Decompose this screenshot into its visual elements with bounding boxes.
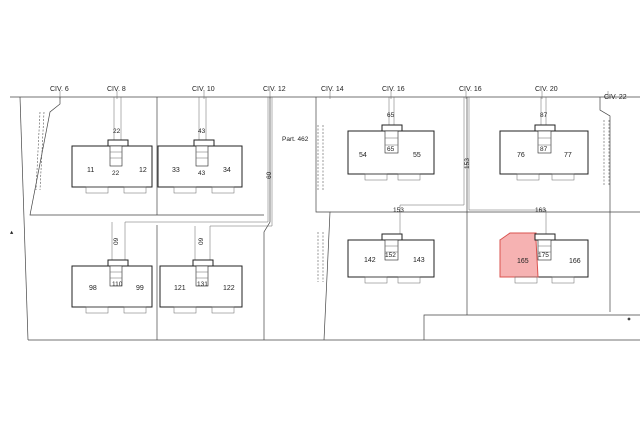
building-civ16: 65 65 54 55 xyxy=(347,112,435,181)
building-lower-left-2: 09 131 121 122 xyxy=(159,237,243,314)
access-paths xyxy=(111,97,547,262)
unit-122: 122 xyxy=(223,285,235,292)
unit-33: 33 xyxy=(172,167,180,174)
core-number: 131 xyxy=(197,281,208,288)
building-lower-center: 153 152 142 143 xyxy=(347,207,435,284)
corridor-number: 153 xyxy=(393,207,404,214)
corridor-number: 22 xyxy=(113,128,121,135)
unit-11: 11 xyxy=(87,167,94,174)
building-lower-left-1: 09 110 98 99 xyxy=(71,237,153,314)
unit-99: 99 xyxy=(136,285,144,292)
core-number: 110 xyxy=(112,281,123,288)
civic-label-14: CIV. 14 xyxy=(321,86,344,93)
civic-label-16-west: CIV. 16 xyxy=(459,86,482,93)
civic-number-ticks xyxy=(59,91,609,99)
corridor-number: 163 xyxy=(535,207,546,214)
unit-165: 165 xyxy=(517,258,529,265)
corridor-number: 43 xyxy=(198,128,206,135)
core-number: 175 xyxy=(538,252,549,259)
unit-143: 143 xyxy=(413,257,425,264)
parcel-label: Part. 462 xyxy=(282,136,309,143)
unit-34: 34 xyxy=(223,167,231,174)
unit-142: 142 xyxy=(364,257,376,264)
civic-label-8: CIV. 8 xyxy=(107,86,126,93)
unit-77: 77 xyxy=(564,152,572,159)
building-civ20: 87 87 76 77 xyxy=(499,112,589,181)
unit-121: 121 xyxy=(174,285,186,292)
civic-label-6: CIV. 6 xyxy=(50,86,69,93)
core-number: 152 xyxy=(385,252,396,259)
civic-label-12: CIV. 12 xyxy=(263,86,286,93)
unit-98: 98 xyxy=(89,285,97,292)
building-civ10: 43 43 33 34 xyxy=(157,128,243,194)
core-number: 65 xyxy=(387,146,395,153)
civic-label-16-east: CIV. 16 xyxy=(382,86,405,93)
core-number: 22 xyxy=(112,170,120,177)
core-number: 43 xyxy=(198,170,206,177)
lot-boundaries xyxy=(19,96,640,341)
building-lower-right: 163 175 165 166 xyxy=(499,207,589,284)
corner-point xyxy=(627,317,631,321)
unit-12: 12 xyxy=(139,167,147,174)
corridor-number: 87 xyxy=(540,112,548,119)
corridor-number: 09 xyxy=(113,237,120,245)
unit-55: 55 xyxy=(413,152,421,159)
unit-76: 76 xyxy=(517,152,525,159)
path-label-153: 153 xyxy=(464,158,471,169)
unit-54: 54 xyxy=(359,152,367,159)
civic-label-10: CIV. 10 xyxy=(192,86,215,93)
parking-stalls xyxy=(35,111,610,282)
boundary-mark: ▴ xyxy=(10,229,14,236)
highlighted-unit-165[interactable] xyxy=(499,232,539,278)
core-number: 87 xyxy=(540,146,548,153)
unit-166: 166 xyxy=(569,258,581,265)
civic-label-20: CIV. 20 xyxy=(535,86,558,93)
corridor-number: 09 xyxy=(198,237,205,245)
building-civ8: 22 22 11 12 xyxy=(71,128,153,194)
path-label-60: 60 xyxy=(266,171,273,179)
civic-label-22: CIV. 22 xyxy=(604,94,627,101)
corridor-number: 65 xyxy=(387,112,395,119)
